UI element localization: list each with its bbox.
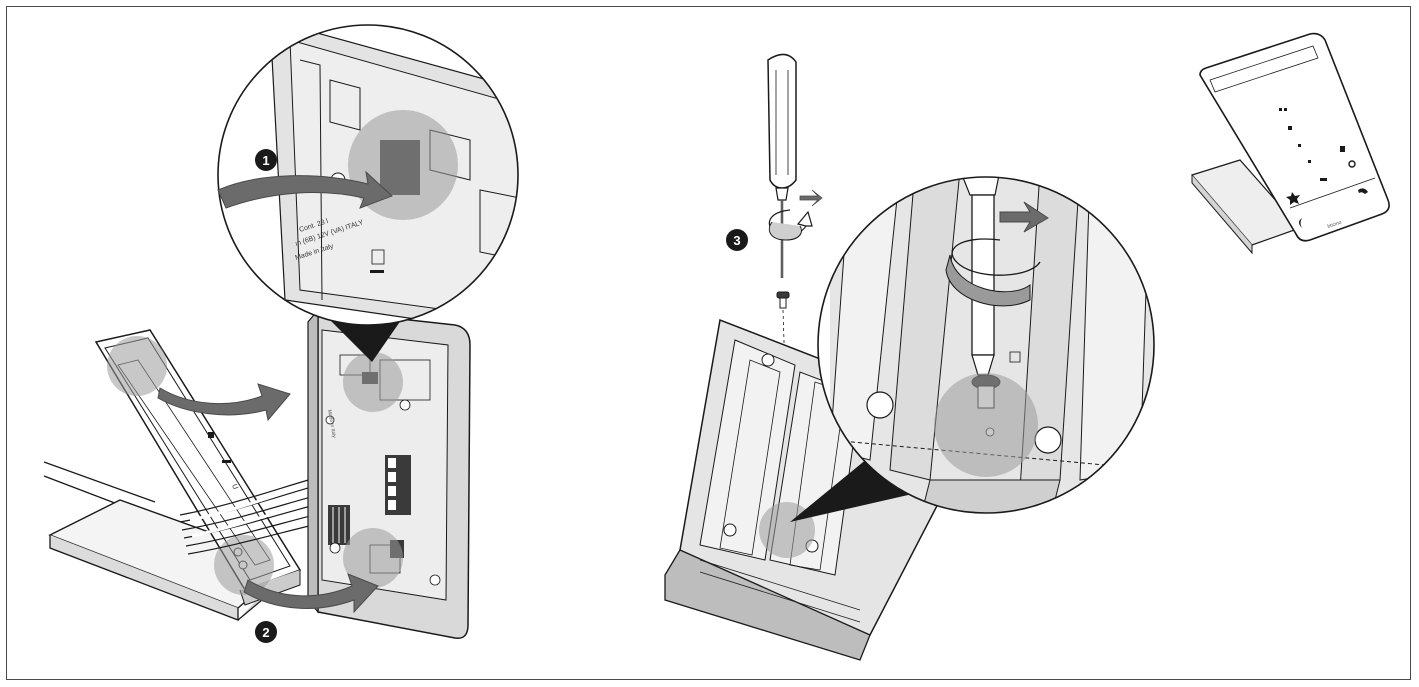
zoom-detail-1: Cont. 23 l ın (6B) 12V (VA) ITALY Made i… — [217, 24, 519, 326]
highlight-zoom-screw — [934, 373, 1038, 477]
assembled-device: bticino — [1190, 32, 1390, 255]
rotate-direction-small — [799, 189, 823, 207]
device-brand: bticino — [1327, 220, 1343, 230]
terminal-block — [385, 455, 411, 515]
svg-text:ᑌ: ᑌ — [230, 483, 238, 490]
step-number-1: 1 — [262, 153, 269, 168]
device-icons — [1279, 108, 1368, 228]
highlight-tab-bottom — [214, 535, 274, 595]
cable — [43, 461, 156, 506]
step-number-2: 2 — [262, 625, 269, 640]
step-number-3: 3 — [733, 233, 740, 248]
arrow-rotate-stand — [157, 383, 291, 422]
highlight-slot-bottom — [343, 528, 403, 588]
dip-switches — [328, 505, 350, 545]
screwdriver — [767, 53, 797, 278]
highlight-tab-top — [107, 336, 167, 396]
arrow-insert-2 — [243, 573, 379, 614]
screw — [776, 291, 790, 309]
svg-text:Made in Italy: Made in Italy — [326, 409, 337, 438]
arrow-insert-1 — [217, 170, 393, 209]
step-badge-2: 2 — [255, 621, 277, 643]
step-badge-1: 1 — [255, 149, 277, 171]
step-badge-3: 3 — [726, 229, 748, 251]
highlight-slot-top — [343, 352, 403, 412]
